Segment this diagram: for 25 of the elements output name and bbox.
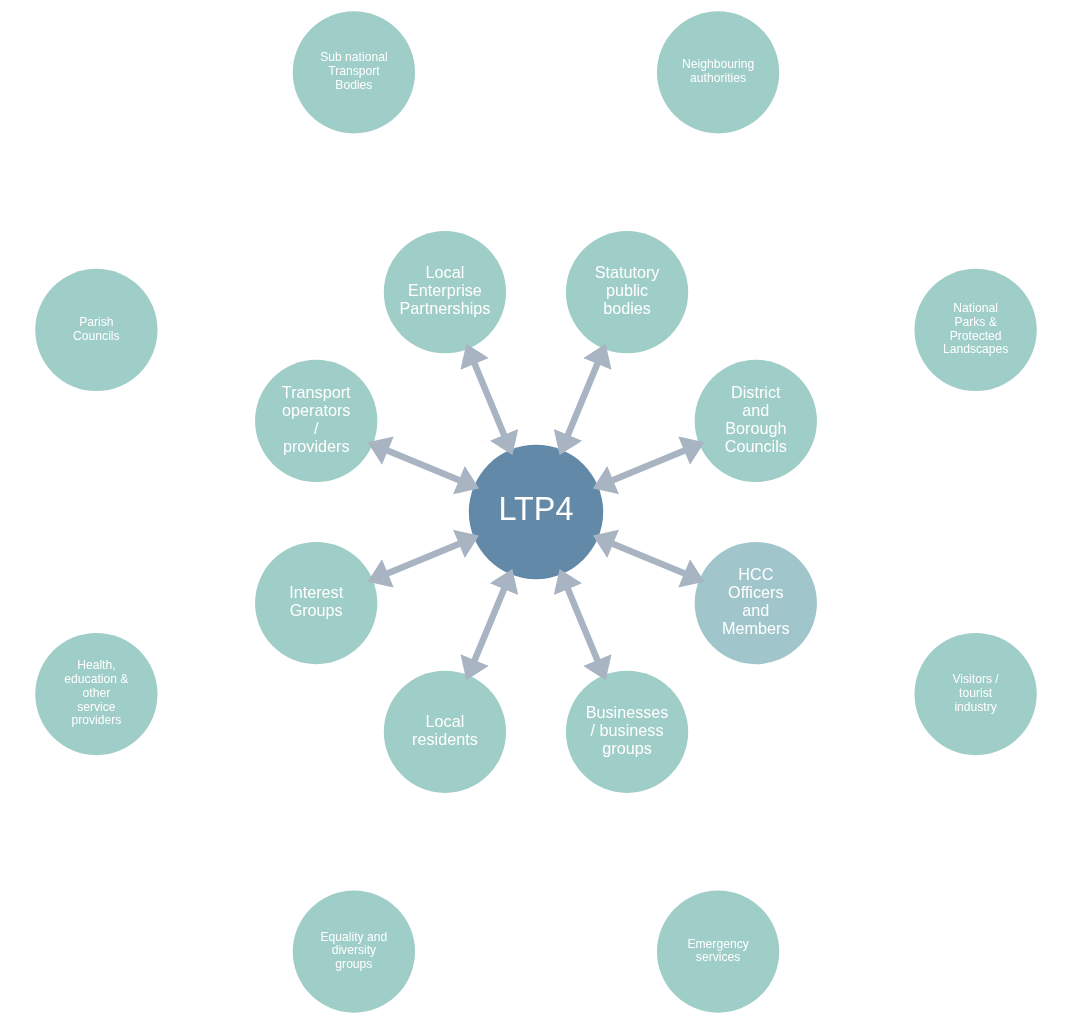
node-circle: Interest Groups xyxy=(254,541,377,665)
arrow xyxy=(367,436,479,495)
node-circle: Health, education & other service providers xyxy=(34,632,157,756)
node-circle: Sub national Transport Bodies xyxy=(292,11,415,134)
arrow xyxy=(460,568,518,681)
node-circle: Equality and diversity groups xyxy=(292,890,415,1013)
node-circle: LTP4 xyxy=(468,444,603,580)
arrow xyxy=(592,436,704,495)
arrow xyxy=(553,343,611,456)
arrow xyxy=(367,529,479,588)
arrow xyxy=(592,529,704,588)
arrow xyxy=(553,568,611,681)
node-circle: Businesses / business groups xyxy=(565,670,688,793)
node-circle: Statutory public bodies xyxy=(565,231,688,354)
node-circle: HCC Officers and Members xyxy=(694,541,817,665)
node-circle: Neighbouring authorities xyxy=(656,11,779,134)
node-circle: Parish Councils xyxy=(34,268,157,392)
node-circle: District and Borough Councils xyxy=(694,359,817,483)
node-circle: National Parks & Protected Landscapes xyxy=(914,268,1037,392)
node-circle: Visitors / tourist industry xyxy=(914,632,1037,756)
node-circle: Transport operators / providers xyxy=(254,359,377,483)
node-circle: Emergency services xyxy=(656,890,779,1013)
arrow xyxy=(460,343,518,456)
node-circle: Local residents xyxy=(383,670,506,793)
node-circle: Local Enterprise Partnerships xyxy=(383,231,506,354)
